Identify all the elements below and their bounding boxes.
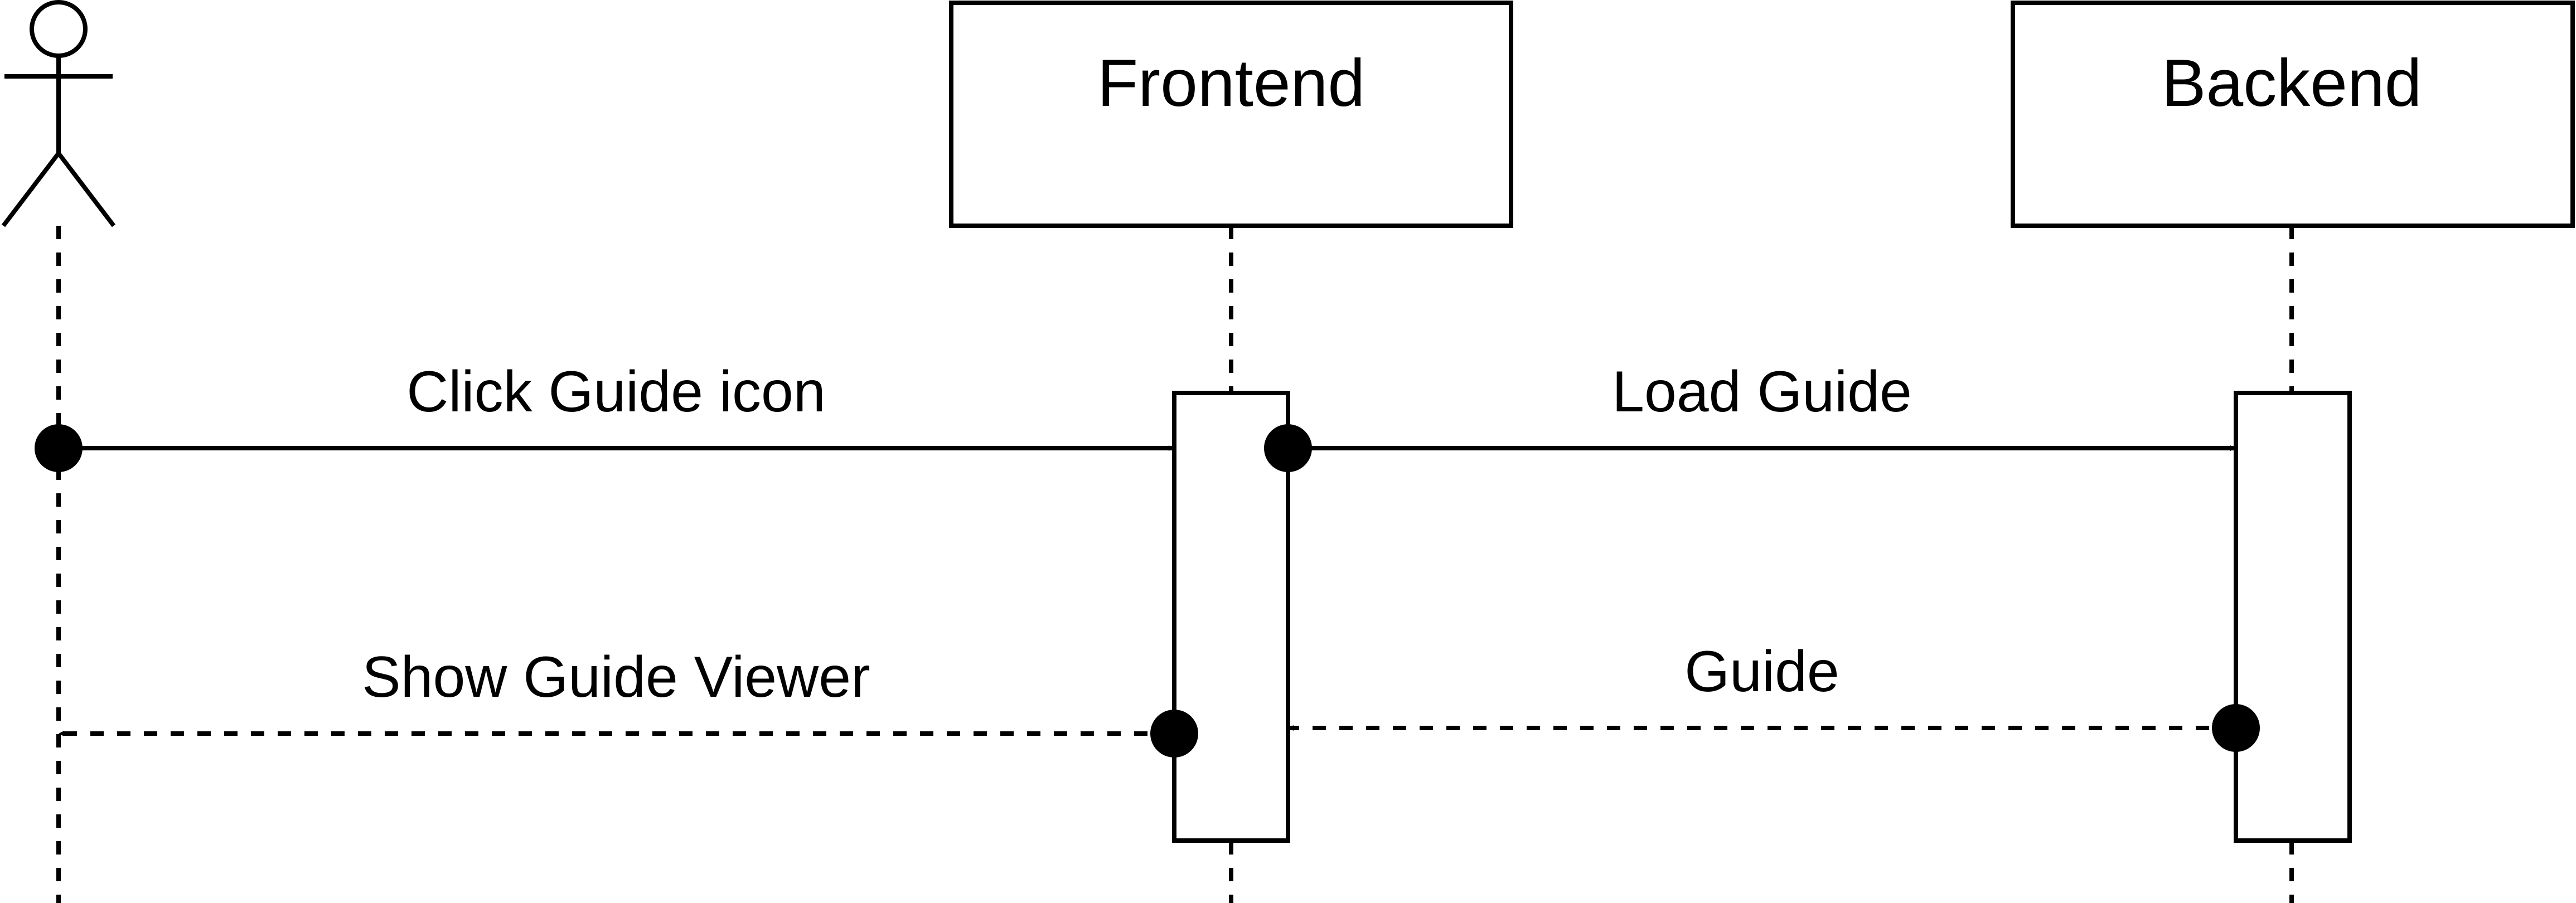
message-start-dot (35, 424, 83, 472)
message-start-dot (1150, 710, 1198, 758)
actor-stick-figure-icon (1, 0, 116, 227)
message-guide-return: Guide (1288, 639, 2260, 752)
frontend-activation-bar (1172, 391, 1290, 843)
backend-activation-bar (2234, 391, 2352, 843)
message-label: Show Guide Viewer (362, 645, 870, 710)
message-label: Load Guide (1612, 360, 1912, 424)
message-start-dot (2212, 704, 2260, 752)
frontend-label: Frontend (1097, 46, 1365, 120)
message-label: Click Guide icon (406, 360, 825, 424)
message-click-guide-icon: Click Guide icon (35, 360, 1174, 472)
message-load-guide: Load Guide (1264, 360, 2236, 472)
backend-participant: Backend (2011, 1, 2575, 228)
frontend-participant: Frontend (949, 1, 1513, 228)
message-label: Guide (1684, 639, 1839, 704)
backend-label: Backend (2162, 46, 2422, 120)
message-start-dot (1264, 424, 1312, 472)
message-show-guide-viewer: Show Guide Viewer (59, 645, 1198, 758)
